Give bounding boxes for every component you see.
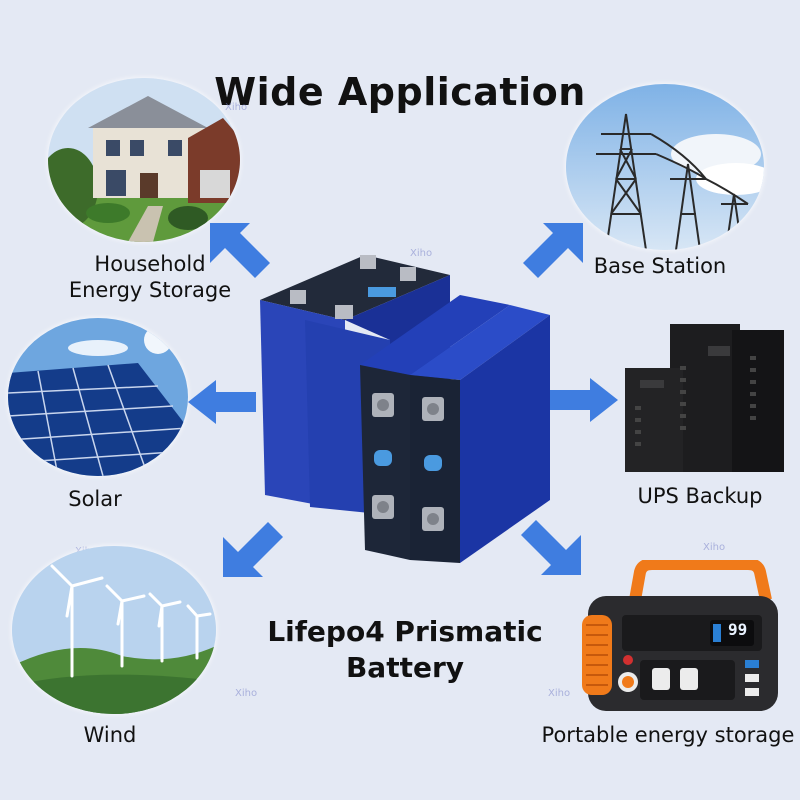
wind-image <box>12 546 216 714</box>
base-station-label: Base Station <box>593 254 727 278</box>
base-station-image <box>566 84 764 250</box>
watermark: Xiho <box>225 102 248 113</box>
arrow-down-right-icon <box>521 520 581 575</box>
portable-label: Portable energy storage <box>541 723 795 747</box>
solar-label: Solar <box>68 487 122 511</box>
arrow-up-right-icon <box>523 223 583 278</box>
arrow-up-left-icon <box>210 223 270 278</box>
server-rack-icon <box>625 324 784 472</box>
portable-image: 99 <box>580 558 785 715</box>
solar-panel-icon <box>8 318 188 476</box>
house-icon <box>48 78 240 242</box>
watermark: Xiho <box>410 248 433 259</box>
watermark: Xiho <box>548 688 571 699</box>
arrow-left-icon <box>188 380 256 424</box>
display-readout: 99 <box>728 620 748 639</box>
page-title: Wide Application <box>214 70 586 114</box>
watermark: Xiho <box>235 688 258 699</box>
household-image <box>48 78 240 242</box>
watermark: Xiho <box>703 542 726 553</box>
battery-cells-image <box>250 245 570 565</box>
solar-image <box>8 318 188 476</box>
battery-cell-icon <box>260 255 550 563</box>
power-station-icon <box>582 558 778 711</box>
product-label: Lifepo4 Prismatic Battery <box>240 614 570 686</box>
arrow-down-left-icon <box>223 522 283 577</box>
household-label: Household Energy Storage <box>40 251 260 303</box>
wind-turbine-icon <box>12 546 216 714</box>
household-label-line1: Household <box>94 252 206 276</box>
product-label-line1: Lifepo4 Prismatic <box>267 615 543 648</box>
ups-image <box>620 316 790 476</box>
product-label-line2: Battery <box>345 651 465 684</box>
arrow-right-icon <box>550 378 618 422</box>
ups-label: UPS Backup <box>637 484 763 508</box>
wind-label: Wind <box>83 723 137 747</box>
power-tower-icon <box>566 84 764 250</box>
household-label-line2: Energy Storage <box>68 278 232 302</box>
